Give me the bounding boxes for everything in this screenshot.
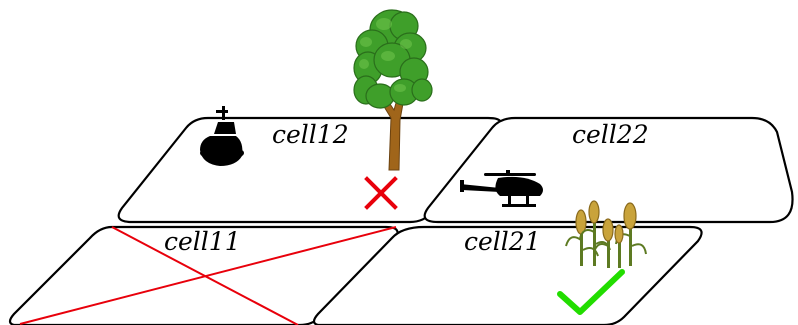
corn-stalk-3 <box>593 218 614 268</box>
ground-robot-icon <box>200 106 244 166</box>
helicopter-icon <box>460 170 543 207</box>
cell21[interactable]: cell21 <box>312 225 703 325</box>
corn-icon <box>565 200 647 268</box>
cell11-label: cell11 <box>164 227 241 256</box>
cell11-cross-line-2 <box>19 226 397 325</box>
red-x-icon <box>364 176 398 210</box>
cell12-label: cell12 <box>272 120 349 149</box>
cell21-label: cell21 <box>464 227 541 256</box>
corn-stalk-1 <box>565 209 599 266</box>
corn-stalk-5 <box>614 224 624 268</box>
green-checkmark-icon <box>557 269 625 315</box>
tree-highlights <box>359 18 412 92</box>
tree-icon <box>353 9 433 171</box>
cell11[interactable]: cell11 <box>8 225 399 325</box>
cell22-label: cell22 <box>572 120 649 149</box>
cell21-outline <box>312 225 703 325</box>
